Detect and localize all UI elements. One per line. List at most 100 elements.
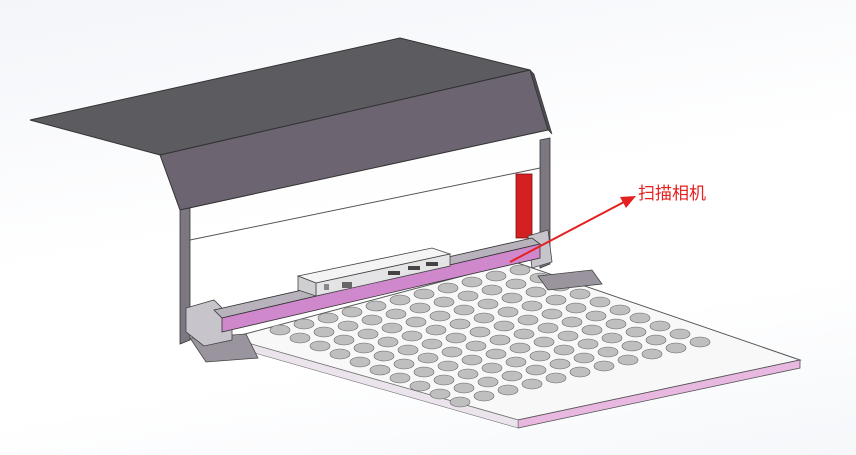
sample-well (449, 396, 471, 408)
sample-well (621, 340, 643, 352)
right-foot (537, 269, 603, 291)
sample-well (401, 330, 423, 342)
sample-well (609, 304, 631, 316)
sample-well (437, 282, 459, 294)
sample-well (485, 270, 507, 282)
hood-lip (529, 69, 553, 135)
sample-well (505, 278, 527, 290)
sample-well (645, 334, 667, 346)
camera-module (296, 247, 452, 297)
sample-well (549, 358, 571, 370)
callout-arrow-line (509, 201, 625, 263)
sample-well (533, 336, 555, 348)
sample-well (329, 348, 351, 360)
sample-well (449, 318, 471, 330)
sample-well (341, 306, 363, 318)
sample-well (525, 286, 547, 298)
camera-module-side (297, 275, 317, 297)
sample-well (493, 320, 515, 332)
sample-well (601, 332, 623, 344)
red-post (515, 173, 533, 239)
sample-well (441, 346, 463, 358)
sample-well (445, 332, 467, 344)
sample-well (373, 350, 395, 362)
sample-well (333, 334, 355, 346)
sample-well (505, 356, 527, 368)
sample-well (617, 354, 639, 366)
sample-well (397, 344, 419, 356)
sample-well (485, 348, 507, 360)
sample-well (417, 352, 439, 364)
sample-well (649, 320, 671, 332)
sample-well (389, 294, 411, 306)
sample-well (525, 364, 547, 376)
sample-well (349, 356, 371, 368)
camera-port-a (388, 271, 400, 275)
sample-well (553, 344, 575, 356)
sample-well (577, 338, 599, 350)
callout-arrow (509, 196, 636, 263)
sample-well (497, 384, 519, 396)
sample-well-grid (269, 264, 711, 408)
camera-port-b (408, 266, 420, 270)
sample-well (517, 314, 539, 326)
sample-well (389, 372, 411, 384)
camera-indicator (324, 284, 329, 290)
sample-well (433, 374, 455, 386)
sample-well (665, 342, 687, 354)
sample-well (457, 290, 479, 302)
sample-well (501, 370, 523, 382)
sample-well (629, 312, 651, 324)
sample-well (429, 310, 451, 322)
sample-well (409, 380, 431, 392)
scan-camera-label: 扫描相机 (638, 184, 706, 204)
sample-well (669, 328, 691, 340)
sample-well (597, 346, 619, 358)
sample-well (529, 350, 551, 362)
sample-well (569, 366, 591, 378)
sample-well (641, 348, 663, 360)
frame-inner-edge (189, 167, 541, 241)
sample-well (501, 292, 523, 304)
sample-well (541, 308, 563, 320)
hood (29, 37, 553, 211)
sample-well (429, 388, 451, 400)
sample-well (489, 334, 511, 346)
sample-well (393, 358, 415, 370)
sample-well (593, 360, 615, 372)
sample-well (461, 354, 483, 366)
sample-well (481, 284, 503, 296)
sample-well (545, 294, 567, 306)
sample-well (433, 296, 455, 308)
sample-well (385, 308, 407, 320)
sample-well (509, 342, 531, 354)
sample-well (473, 390, 495, 402)
sample-well (477, 376, 499, 388)
callout-arrow-head (620, 196, 636, 208)
sample-well (369, 364, 391, 376)
sample-well (353, 342, 375, 354)
sample-well (545, 372, 567, 384)
sample-well (365, 300, 387, 312)
camera-lens (342, 282, 352, 288)
sample-well (625, 326, 647, 338)
sample-well (413, 366, 435, 378)
sample-well (457, 368, 479, 380)
sample-well (477, 298, 499, 310)
sample-well (497, 306, 519, 318)
sample-well (313, 326, 335, 338)
sample-well (521, 300, 543, 312)
sample-well (473, 312, 495, 324)
sample-well (569, 288, 591, 300)
sample-well (269, 324, 291, 336)
sample-well (361, 314, 383, 326)
sample-well (409, 302, 431, 314)
sample-well (421, 338, 443, 350)
sample-well (537, 322, 559, 334)
sample-well (357, 328, 379, 340)
sample-well (561, 316, 583, 328)
sample-well (413, 288, 435, 300)
sample-well (453, 304, 475, 316)
